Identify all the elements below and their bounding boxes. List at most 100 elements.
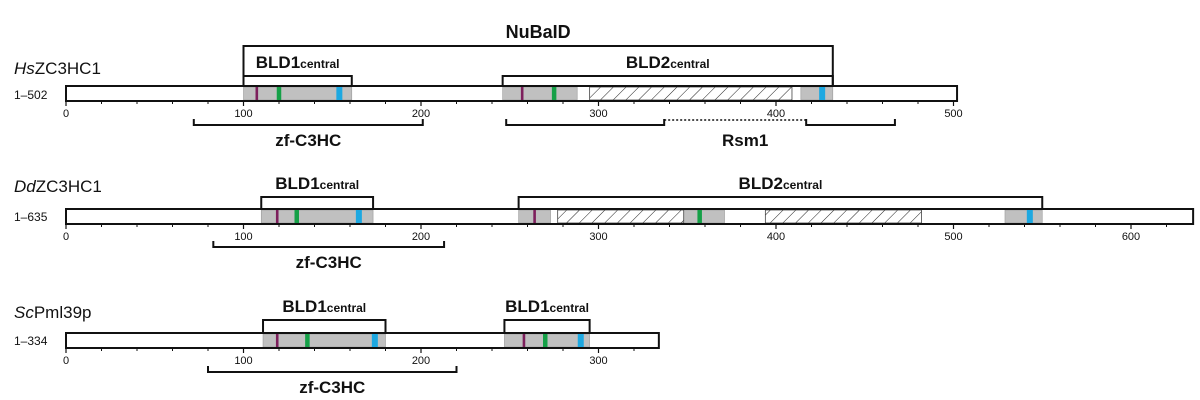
green-residue-marker: [305, 334, 310, 347]
axis-tick-label: 500: [944, 108, 962, 120]
conserved-domain: [502, 86, 578, 101]
region-bracket: [805, 119, 896, 126]
bracket-label-text: BLD2: [626, 53, 670, 72]
protein-range: 1–635: [14, 210, 48, 224]
region-label: Rsm1: [722, 131, 768, 150]
axis-tick-label: 200: [412, 108, 430, 120]
bracket-label: BLD2central: [626, 53, 710, 72]
conserved-domain: [243, 86, 353, 101]
blue-residue-marker: [336, 87, 343, 100]
axis-tick-label: 0: [63, 231, 69, 243]
bracket-label: BLD1central: [282, 297, 366, 316]
bracket-label-text: BLD1: [505, 297, 549, 316]
hatched-region: [764, 209, 922, 224]
region-label: zf-C3HC: [299, 378, 365, 397]
purple-residue-marker: [522, 334, 526, 347]
domain-bracket: [262, 319, 387, 333]
bracket-label-text: BLD1: [275, 174, 319, 193]
region-bracket: [212, 241, 446, 248]
axis-tick-label: 400: [767, 231, 785, 243]
hatched-region: [557, 209, 685, 224]
domain-bracket: [242, 75, 353, 86]
bracket-label-subscript: central: [783, 178, 822, 192]
region-label-text: zf-C3HC: [275, 131, 341, 150]
protein-range: 1–334: [14, 334, 48, 348]
bracket-label: BLD1central: [256, 53, 340, 72]
axis-tick-label: 100: [234, 355, 252, 367]
protein-name: ZC3HC1: [35, 59, 101, 78]
purple-residue-marker: [255, 87, 259, 100]
bracket-label-subscript: central: [300, 57, 339, 71]
axis-tick-label: 500: [944, 231, 962, 243]
bracket-label-subscript: central: [670, 57, 709, 71]
blue-residue-marker: [1026, 210, 1033, 223]
blue-residue-marker: [577, 334, 584, 347]
conserved-domain: [800, 86, 834, 101]
region-label-text: zf-C3HC: [299, 378, 365, 397]
blue-residue-marker: [371, 334, 378, 347]
conserved-domain: [262, 333, 386, 348]
bracket-label: BLD1central: [505, 297, 589, 316]
protein-bar-outline: [65, 332, 660, 349]
species-label: Sc: [14, 303, 34, 322]
species-label: Dd: [14, 177, 36, 196]
protein-name: Pml39p: [34, 303, 92, 322]
bracket-label: BLD2central: [739, 174, 823, 193]
blue-residue-marker: [355, 210, 362, 223]
bracket-label-subscript: central: [327, 301, 366, 315]
bracket-label-subscript: central: [320, 178, 359, 192]
bracket-label-text: BLD2: [739, 174, 783, 193]
region-bracket: [192, 119, 424, 126]
protein-name: ZC3HC1: [36, 177, 102, 196]
region-label: zf-C3HC: [296, 253, 362, 272]
bracket-label-text: NuBaID: [506, 22, 571, 42]
region-bracket: [505, 119, 666, 126]
bracket-label-text: BLD1: [256, 53, 300, 72]
species-label: Hs: [14, 59, 35, 78]
protein-hs-title: HsZC3HC1: [14, 59, 101, 78]
region-label-text: Rsm1: [722, 131, 768, 150]
conserved-domain: [1004, 209, 1043, 224]
axis-tick-label: 400: [767, 108, 785, 120]
purple-residue-marker: [275, 334, 279, 347]
protein-range: 1–502: [14, 88, 48, 102]
green-residue-marker: [697, 210, 702, 223]
region-label-text: zf-C3HC: [296, 253, 362, 272]
green-residue-marker: [543, 334, 548, 347]
conserved-domain: [683, 209, 725, 224]
axis-tick-label: 0: [63, 355, 69, 367]
axis-tick-label: 200: [412, 231, 430, 243]
green-residue-marker: [294, 210, 299, 223]
blue-residue-marker: [819, 87, 826, 100]
axis-tick-label: 100: [234, 231, 252, 243]
green-residue-marker: [551, 87, 557, 100]
axis-tick-label: 0: [63, 108, 69, 120]
axis-tick-label: 600: [1122, 231, 1140, 243]
region-bracket: [207, 366, 458, 373]
protein-bar-outline: [65, 85, 959, 102]
domain-bracket: [501, 75, 834, 86]
axis-tick-label: 300: [589, 231, 607, 243]
domain-bracket: [503, 319, 591, 333]
domain-bracket: [517, 196, 1044, 209]
bracket-label: NuBaID: [506, 22, 571, 42]
domain-bracket: [242, 45, 834, 86]
axis-tick-label: 200: [412, 355, 430, 367]
axis-tick-label: 100: [234, 108, 252, 120]
green-residue-marker: [276, 87, 282, 100]
bracket-label-text: BLD1: [282, 297, 326, 316]
bracket-label: BLD1central: [275, 174, 359, 193]
region-label: zf-C3HC: [275, 131, 341, 150]
purple-residue-marker: [533, 210, 536, 223]
domain-bracket: [260, 196, 375, 209]
purple-residue-marker: [520, 87, 524, 100]
protein-sc-title: ScPml39p: [14, 303, 91, 322]
protein-bar-outline: [65, 208, 1195, 225]
bracket-label-subscript: central: [550, 301, 589, 315]
axis-tick-label: 300: [589, 108, 607, 120]
hatched-region: [589, 86, 793, 101]
